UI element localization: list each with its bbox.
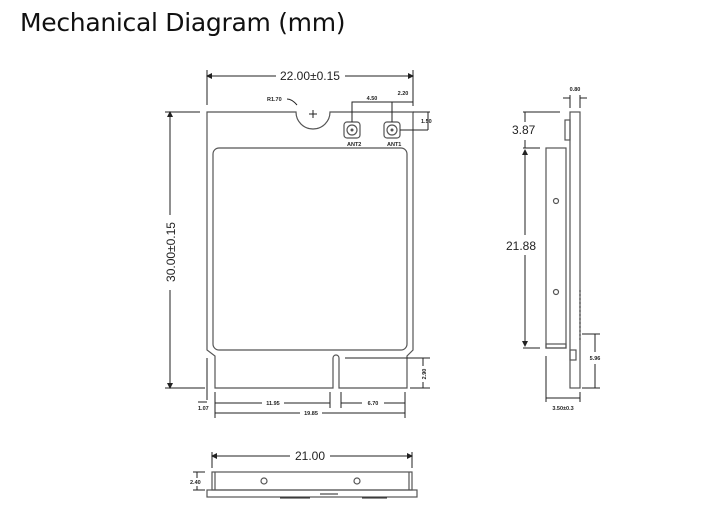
notch-center-mark — [309, 110, 317, 118]
bottom-width-dimension: 21.00 — [295, 449, 325, 463]
height-dimension: 30.00±0.15 — [164, 222, 178, 282]
ant-spacing-dimension: 4.50 — [367, 96, 378, 102]
key-left-dimension: 11.95 — [266, 401, 279, 407]
ant-edge-dimension: 2.20 — [398, 91, 409, 97]
front-view: ANT2 ANT1 22.00±0.15 R1.70 4.50 2.20 1.5… — [164, 69, 432, 418]
bottom-height-dimension: 2.40 — [190, 480, 201, 486]
ant1-label: ANT1 — [387, 142, 401, 148]
pcb-thickness-dimension: 0.80 — [570, 87, 581, 93]
ant1-connector — [383, 121, 401, 139]
key-right-dimension: 6.70 — [368, 401, 379, 407]
ant2-label: ANT2 — [347, 142, 361, 148]
board-outline — [206, 111, 414, 389]
notch-radius-dimension: R1.70 — [267, 97, 282, 103]
bottom-view: 21.00 2.40 — [190, 449, 418, 499]
top-gap-dimension: 3.87 — [512, 123, 536, 137]
side-view: 0.80 3.87 21.88 5.96 3.50±0.3 — [506, 87, 600, 412]
ant2-connector — [343, 121, 361, 139]
width-dimension: 22.00±0.15 — [280, 69, 340, 83]
shield-length-dimension: 21.88 — [506, 239, 536, 253]
contact-width-dimension: 19.85 — [304, 411, 318, 417]
page-title: Mechanical Diagram (mm) — [20, 8, 346, 37]
ant-top-dimension: 1.50 — [421, 119, 432, 125]
left-offset-dimension: 1.07 — [198, 406, 209, 412]
key-depth-dimension: 2.90 — [422, 369, 428, 380]
contact-length-dimension: 5.96 — [590, 356, 601, 362]
shield-can — [212, 147, 408, 351]
total-thickness-dimension: 3.50±0.3 — [552, 406, 573, 412]
